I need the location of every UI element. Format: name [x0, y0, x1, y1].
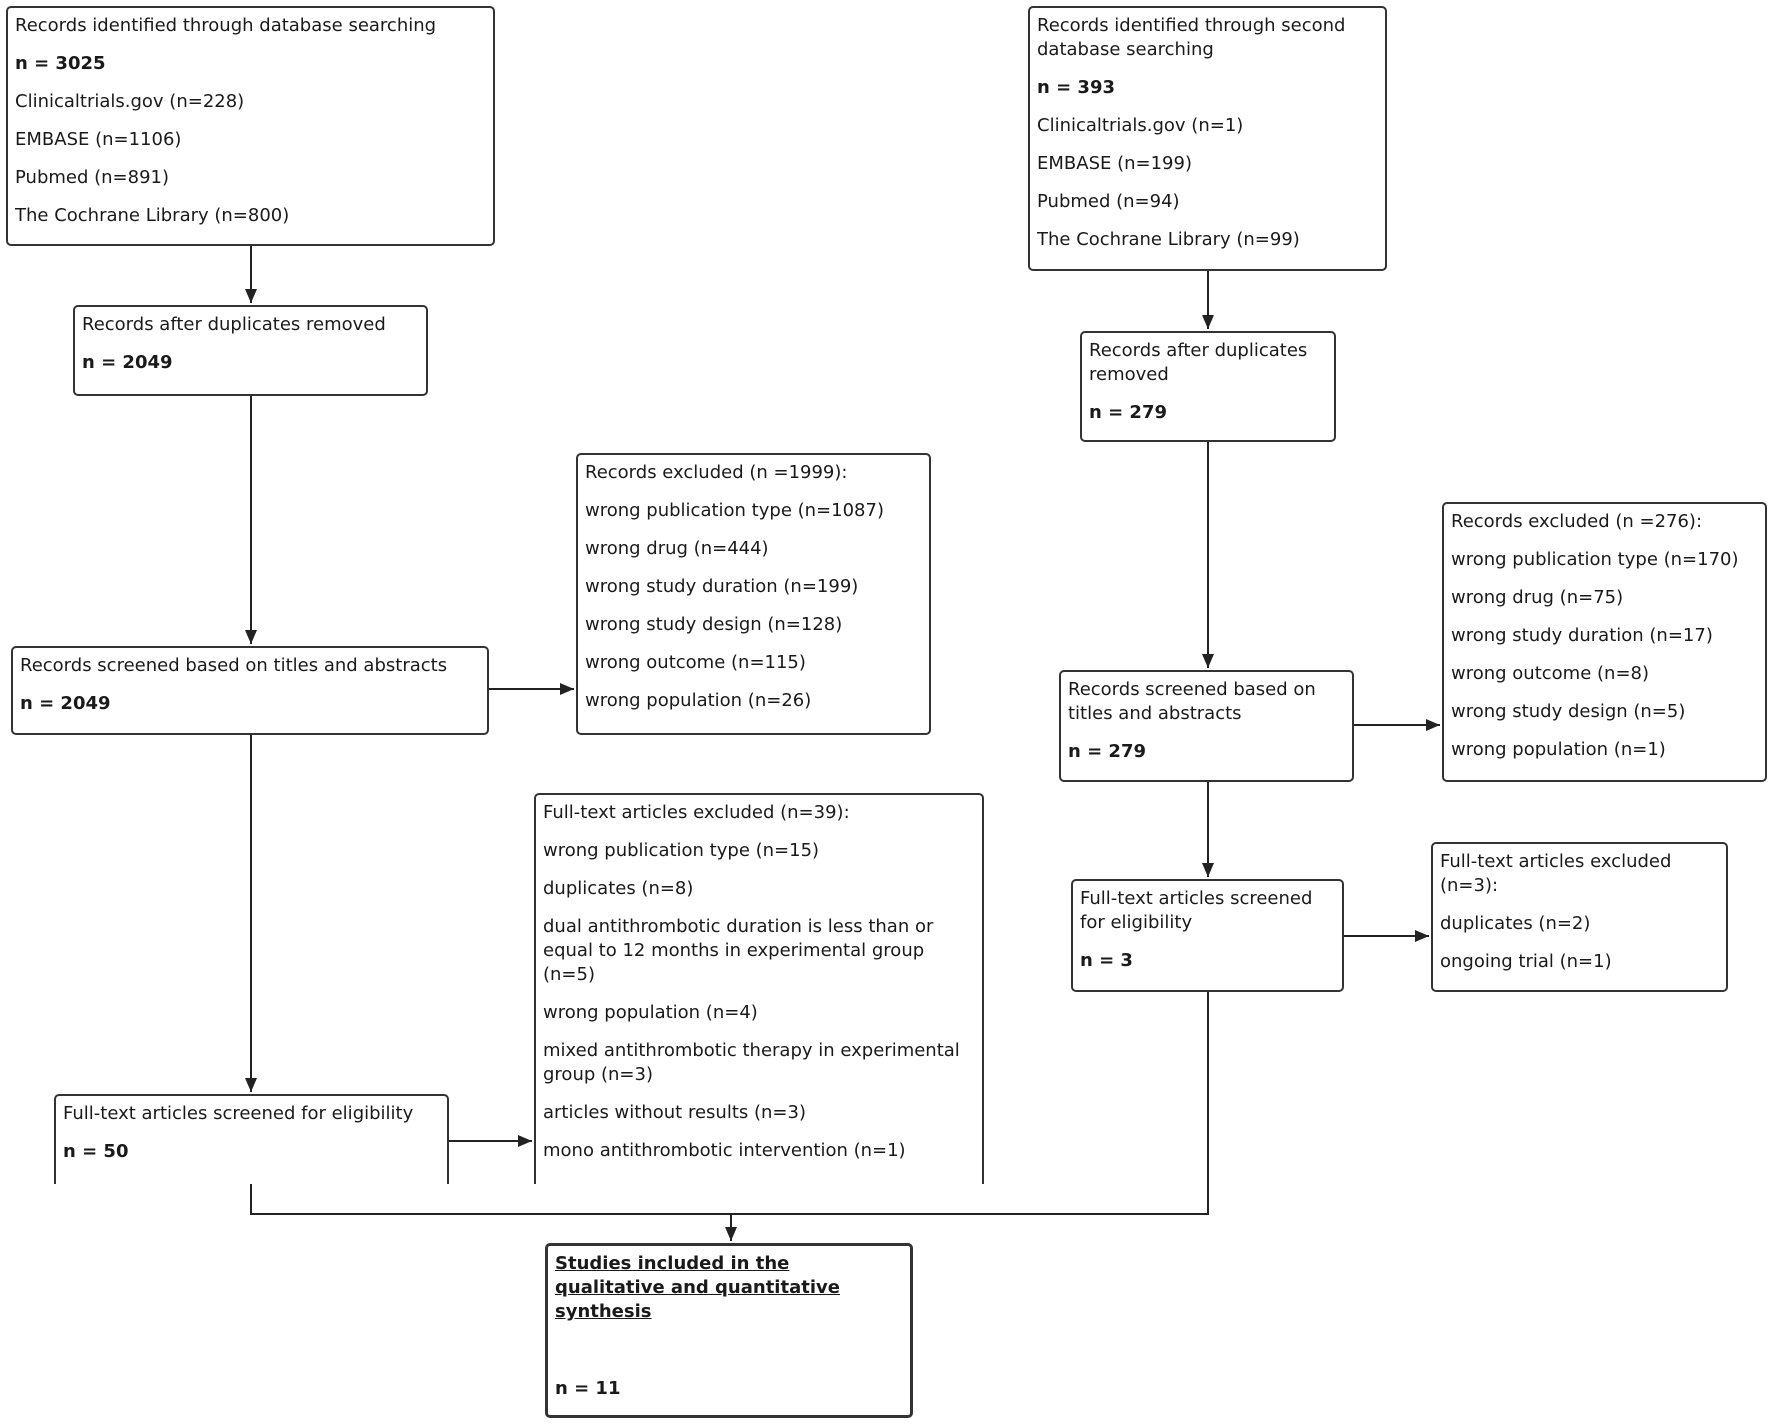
list-item: wrong outcome (n=115)	[585, 652, 806, 673]
included-title: Studies included in the qualitative and …	[555, 1253, 840, 1322]
left-fulltext-box: Full-text articles screened for eligibil…	[54, 1094, 449, 1184]
list-item: ongoing trial (n=1)	[1440, 951, 1612, 972]
left-screen-excluded-box: Records excluded (n =1999): wrong publica…	[576, 453, 931, 735]
list-item: wrong population (n=26)	[585, 690, 812, 711]
box-heading: Records screened based on titles and abs…	[20, 655, 448, 676]
merge-line	[250, 992, 1209, 1215]
list-item: Pubmed (n=94)	[1037, 191, 1180, 212]
list-item: mixed antithrombotic therapy in experime…	[543, 1040, 960, 1085]
right-fulltext-box: Full-text articles screened for eligibil…	[1071, 879, 1344, 992]
list-item: mono antithrombotic intervention (n=1)	[543, 1140, 906, 1161]
right-screened-box: Records screened based on titles and abs…	[1059, 670, 1354, 782]
list-item: wrong population (n=1)	[1451, 739, 1666, 760]
studies-included-box: Studies included in the qualitative and …	[545, 1243, 913, 1418]
box-heading: Records excluded (n =1999):	[585, 462, 848, 483]
list-item: duplicates (n=8)	[543, 878, 694, 899]
box-heading: Records identified through second databa…	[1037, 15, 1346, 60]
list-item: The Cochrane Library (n=99)	[1037, 229, 1300, 250]
list-item: Pubmed (n=891)	[15, 167, 170, 188]
count-label: n = 2049	[82, 352, 173, 373]
list-item: wrong study duration (n=199)	[585, 576, 859, 597]
list-item: EMBASE (n=1106)	[15, 129, 182, 150]
list-item: EMBASE (n=199)	[1037, 153, 1192, 174]
list-item: wrong study duration (n=17)	[1451, 625, 1713, 646]
box-heading: Records after duplicates removed	[82, 314, 386, 335]
list-item: articles without results (n=3)	[543, 1102, 806, 1123]
count-label: n = 279	[1068, 741, 1147, 762]
count-label: n = 3025	[15, 53, 106, 74]
left-fulltext-excluded-box: Full-text articles excluded (n=39): wrong…	[534, 793, 984, 1184]
list-item: wrong publication type (n=170)	[1451, 549, 1739, 570]
list-item: wrong study design (n=5)	[1451, 701, 1686, 722]
list-item: dual antithrombotic duration is less tha…	[543, 916, 934, 985]
list-item: wrong study design (n=128)	[585, 614, 843, 635]
list-item: wrong drug (n=444)	[585, 538, 769, 559]
box-heading: Full-text articles screened for eligibil…	[63, 1103, 414, 1124]
right-fulltext-excluded-box: Full-text articles excluded (n=3): duplic…	[1431, 842, 1728, 992]
list-item: Clinicaltrials.gov (n=1)	[1037, 115, 1244, 136]
right-identified-box: Records identified through second databa…	[1028, 6, 1387, 271]
box-heading: Records after duplicates removed	[1089, 340, 1308, 385]
right-dedup-box: Records after duplicates removed n = 279	[1080, 331, 1336, 442]
box-heading: Full-text articles screened for eligibil…	[1080, 888, 1313, 933]
box-heading: Full-text articles excluded (n=39):	[543, 802, 850, 823]
box-heading: Records excluded (n =276):	[1451, 511, 1703, 532]
left-identified-box: Records identified through database sear…	[6, 6, 495, 246]
box-heading: Records identified through database sear…	[15, 15, 437, 36]
left-dedup-box: Records after duplicates removed n = 2049	[73, 305, 428, 396]
right-screen-excluded-box: Records excluded (n =276): wrong publicat…	[1442, 502, 1767, 782]
box-heading: Records screened based on titles and abs…	[1068, 679, 1316, 724]
included-count: n = 11	[555, 1378, 621, 1399]
list-item: wrong publication type (n=15)	[543, 840, 820, 861]
count-label: n = 279	[1089, 402, 1168, 423]
list-item: wrong drug (n=75)	[1451, 587, 1624, 608]
count-label: n = 2049	[20, 693, 111, 714]
list-item: wrong publication type (n=1087)	[585, 500, 884, 521]
count-label: n = 393	[1037, 77, 1116, 98]
list-item: wrong population (n=4)	[543, 1002, 758, 1023]
box-heading: Full-text articles excluded (n=3):	[1440, 851, 1672, 896]
list-item: Clinicaltrials.gov (n=228)	[15, 91, 245, 112]
left-screened-box: Records screened based on titles and abs…	[11, 646, 489, 735]
list-item: duplicates (n=2)	[1440, 913, 1591, 934]
list-item: The Cochrane Library (n=800)	[15, 205, 290, 226]
list-item: wrong outcome (n=8)	[1451, 663, 1649, 684]
count-label: n = 3	[1080, 950, 1133, 971]
count-label: n = 50	[63, 1141, 129, 1162]
